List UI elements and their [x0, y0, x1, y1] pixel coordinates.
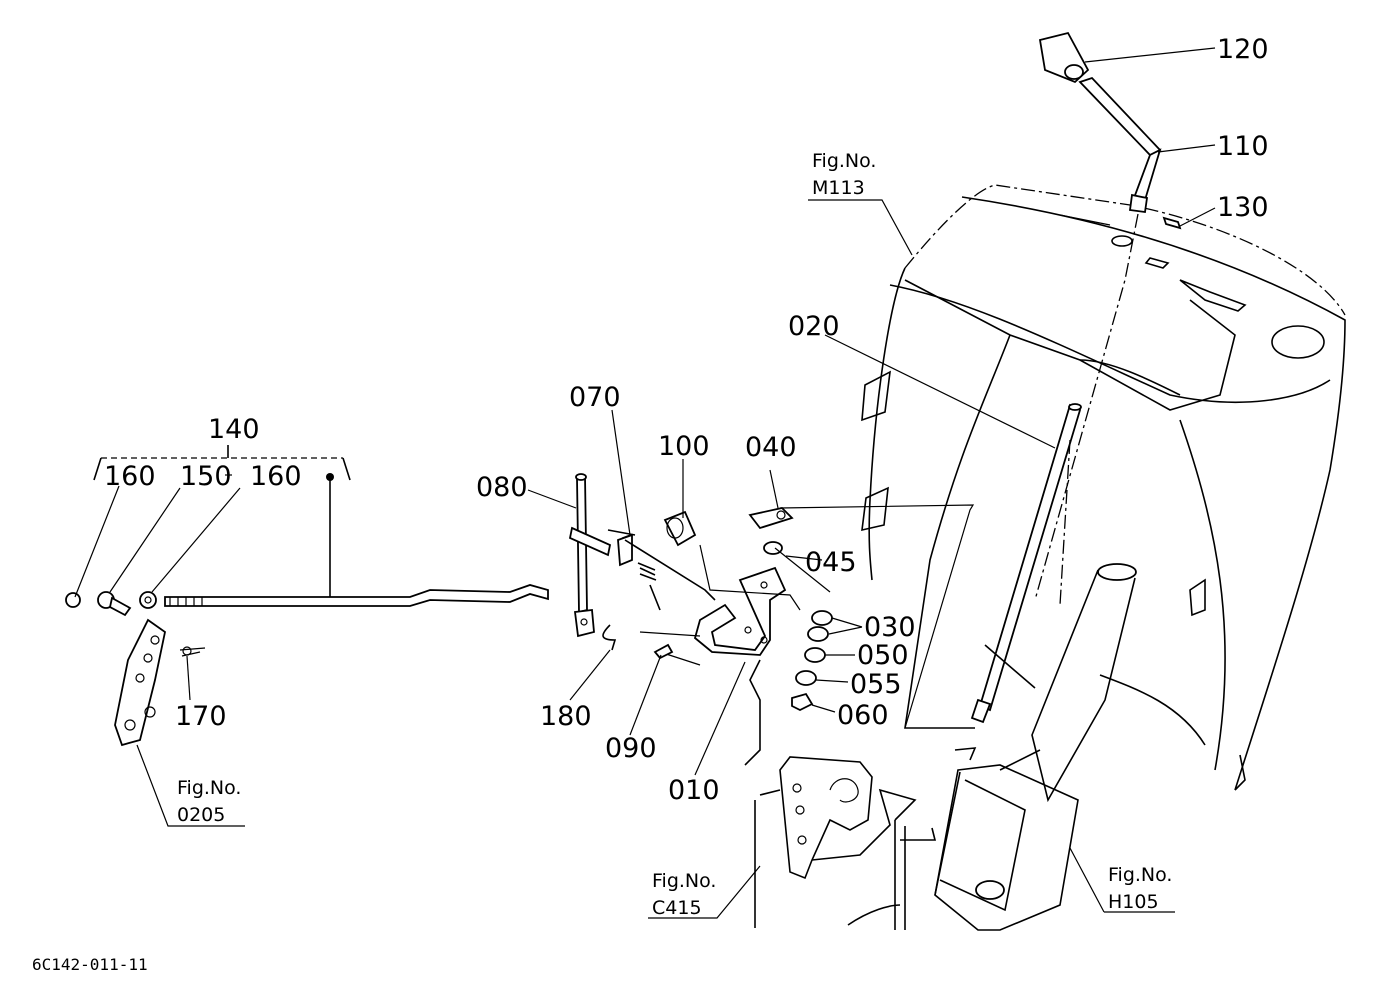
label-040: 040	[745, 432, 797, 463]
label-030: 030	[864, 612, 916, 643]
figure-references: Fig.No. M113 Fig.No. 0205 Fig.No. C415 F…	[177, 150, 1172, 919]
label-120: 120	[1217, 34, 1269, 65]
label-150: 150	[180, 461, 232, 492]
fig-ref-h105-line2: H105	[1108, 891, 1159, 913]
lever-and-bracket-parts	[568, 473, 787, 666]
linkage-rod-assembly	[65, 445, 549, 747]
leader-lines	[74, 47, 1216, 919]
label-080: 080	[476, 472, 528, 503]
part-labels: 120 110 130 020 070 100 040 080 045 030 …	[104, 34, 1269, 806]
label-020: 020	[788, 311, 840, 342]
label-045: 045	[805, 547, 857, 578]
washers-and-nuts	[699, 504, 975, 729]
label-130: 130	[1217, 192, 1269, 223]
fig-ref-h105-line1: Fig.No.	[1108, 864, 1172, 886]
label-110: 110	[1217, 131, 1269, 162]
label-070: 070	[569, 382, 621, 413]
lower-brackets	[744, 659, 1079, 931]
label-170: 170	[175, 701, 227, 732]
label-140: 140	[208, 414, 260, 445]
label-050: 050	[857, 640, 909, 671]
label-160-left: 160	[104, 461, 156, 492]
fig-ref-c415-line1: Fig.No.	[652, 870, 716, 892]
fig-ref-m113-line2: M113	[812, 177, 865, 199]
label-055: 055	[850, 669, 902, 700]
fig-ref-c415-line2: C415	[652, 897, 702, 919]
shift-lever	[1034, 31, 1182, 601]
label-100: 100	[658, 431, 710, 462]
label-180: 180	[540, 701, 592, 732]
hood-cover	[861, 184, 1346, 803]
label-060: 060	[837, 700, 889, 731]
fig-ref-0205-line1: Fig.No.	[177, 777, 241, 799]
fig-ref-0205-line2: 0205	[177, 804, 225, 826]
drawing-code: 6C142-011-11	[32, 955, 148, 974]
label-010: 010	[668, 775, 720, 806]
label-160-right: 160	[250, 461, 302, 492]
fig-ref-m113-line1: Fig.No.	[812, 150, 876, 172]
label-090: 090	[605, 733, 657, 764]
